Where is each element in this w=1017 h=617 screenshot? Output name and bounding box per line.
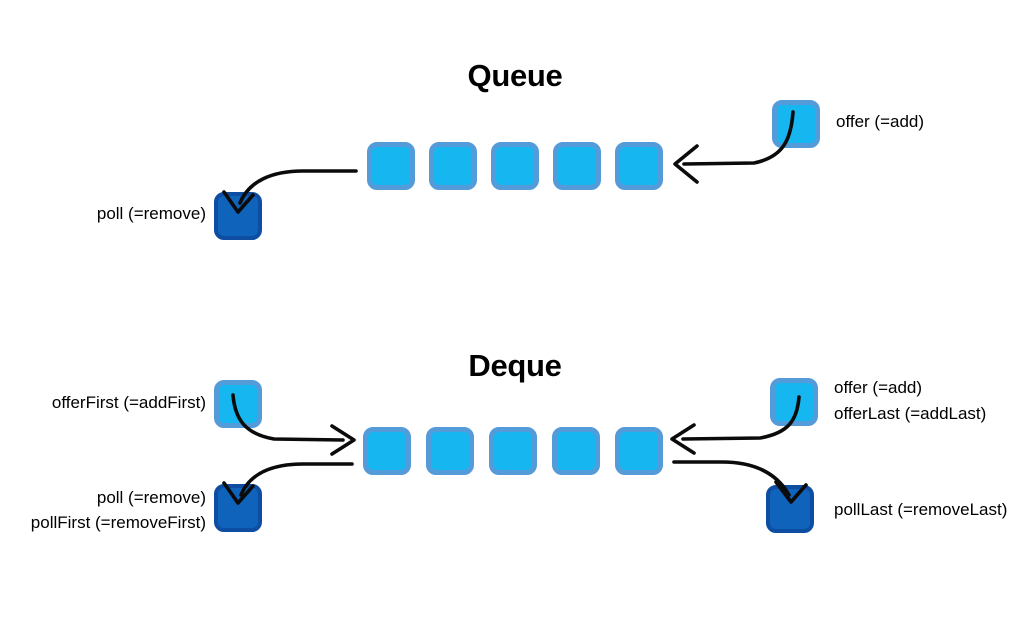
queue-offer-square xyxy=(772,100,820,148)
deque-offer-first-square xyxy=(214,380,262,428)
deque-poll-first-square xyxy=(214,484,262,532)
deque-cell xyxy=(489,427,537,475)
queue-poll-square xyxy=(214,192,262,240)
queue-cell xyxy=(429,142,477,190)
queue-cell xyxy=(553,142,601,190)
queue-cell xyxy=(615,142,663,190)
deque-poll-last-label: pollLast (=removeLast) xyxy=(834,500,1008,519)
deque-cell xyxy=(552,427,600,475)
deque-offer-first-label: offerFirst (=addFirst) xyxy=(51,393,206,412)
deque-poll-first-label: poll (=remove) pollFirst (=removeFirst) xyxy=(15,485,206,535)
queue-cell xyxy=(367,142,415,190)
queue-cell xyxy=(491,142,539,190)
deque-offer-last-square xyxy=(770,378,818,426)
deque-poll-label-line1: poll (=remove) xyxy=(96,488,206,507)
queue-cell-row xyxy=(367,142,663,190)
queue-poll-label: poll (=remove) xyxy=(96,204,206,223)
queue-title: Queue xyxy=(467,58,563,93)
deque-cell xyxy=(426,427,474,475)
deque-offer-last-label: offer (=add) offerLast (=addLast) xyxy=(834,375,986,427)
deque-cell xyxy=(363,427,411,475)
deque-offer-label-line2: offerLast (=addLast) xyxy=(834,404,987,423)
queue-offer-label: offer (=add) xyxy=(836,112,925,131)
deque-cell-row xyxy=(363,427,663,475)
deque-poll-last-square xyxy=(766,485,814,533)
deque-cell xyxy=(615,427,663,475)
deque-title: Deque xyxy=(468,348,562,383)
deque-offer-label-line1: offer (=add) xyxy=(834,378,923,397)
deque-poll-label-line2: pollFirst (=removeFirst) xyxy=(30,513,206,532)
